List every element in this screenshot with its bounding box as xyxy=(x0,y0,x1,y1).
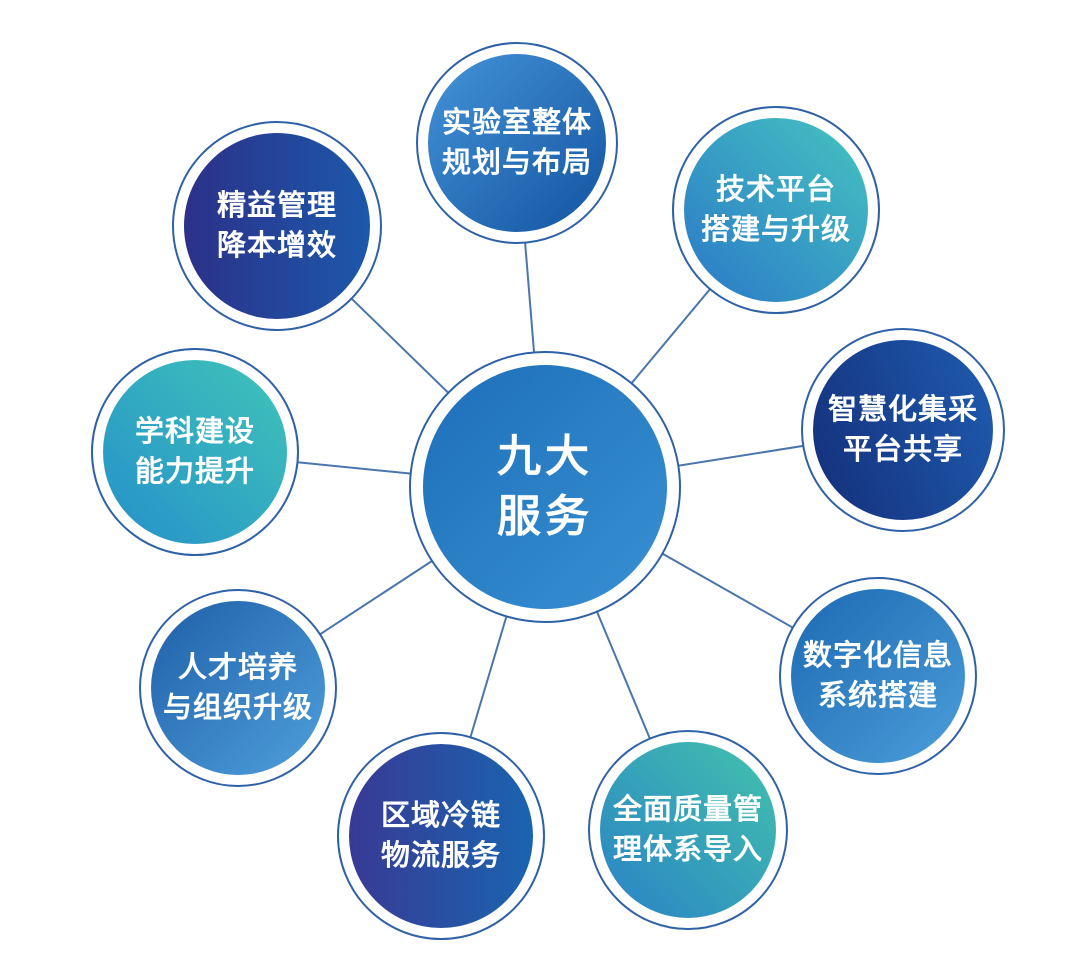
center-hub-nine-services: 九大 服务 xyxy=(409,351,681,623)
node-fill-quality-mgmt: 全面质量管 理体系导入 xyxy=(600,742,776,918)
node-fill-tech-platform: 技术平台 搭建与升级 xyxy=(684,118,868,302)
label-line2: 搭建与升级 xyxy=(700,214,851,246)
label-line2: 平台共享 xyxy=(842,434,963,466)
node-label-talent: 人才培养 与组织升级 xyxy=(163,648,313,728)
label-line1: 实验室整体 xyxy=(441,107,592,139)
label-line1: 全面质量管 xyxy=(612,794,763,826)
label-line1: 精益管理 xyxy=(216,190,337,222)
node-fill-discipline: 学科建设 能力提升 xyxy=(103,360,287,544)
service-node-cold-chain: 区域冷链 物流服务 xyxy=(337,732,545,940)
label-line2: 系统搭建 xyxy=(817,680,938,712)
service-node-tech-platform: 技术平台 搭建与升级 xyxy=(672,106,880,314)
node-label-cold-chain: 区域冷链 物流服务 xyxy=(381,796,501,876)
center-hub-fill: 九大 服务 xyxy=(423,365,667,609)
service-node-digital-info: 数字化信息 系统搭建 xyxy=(779,577,977,775)
node-label-quality-mgmt: 全面质量管 理体系导入 xyxy=(613,790,763,870)
node-label-digital-info: 数字化信息 系统搭建 xyxy=(803,636,953,716)
service-node-smart-procurement: 智慧化集采 平台共享 xyxy=(801,328,1005,532)
label-line2: 理体系导入 xyxy=(612,834,763,866)
service-node-discipline: 学科建设 能力提升 xyxy=(91,348,299,556)
label-line1: 区域冷链 xyxy=(380,800,501,832)
label-line2: 规划与布局 xyxy=(441,147,592,179)
service-node-lab-planning: 实验室整体 规划与布局 xyxy=(416,42,618,244)
label-line2: 与组织升级 xyxy=(162,692,313,724)
node-fill-lean-mgmt: 精益管理 降本增效 xyxy=(184,133,370,319)
node-fill-cold-chain: 区域冷链 物流服务 xyxy=(349,744,533,928)
node-fill-lab-planning: 实验室整体 规划与布局 xyxy=(428,54,606,232)
label-line1: 九大 xyxy=(497,432,593,481)
service-node-talent: 人才培养 与组织升级 xyxy=(139,589,337,787)
node-fill-talent: 人才培养 与组织升级 xyxy=(151,601,325,775)
center-hub-label: 九大 服务 xyxy=(497,427,593,547)
service-node-lean-mgmt: 精益管理 降本增效 xyxy=(172,121,382,331)
label-line1: 技术平台 xyxy=(715,174,836,206)
label-line1: 人才培养 xyxy=(177,652,298,684)
label-line2: 物流服务 xyxy=(380,840,501,872)
label-line2: 能力提升 xyxy=(134,456,255,488)
label-line2: 服务 xyxy=(497,492,593,541)
node-label-lean-mgmt: 精益管理 降本增效 xyxy=(217,186,337,266)
label-line2: 降本增效 xyxy=(216,230,337,262)
node-label-lab-planning: 实验室整体 规划与布局 xyxy=(442,103,592,183)
node-label-tech-platform: 技术平台 搭建与升级 xyxy=(701,170,851,250)
label-line1: 学科建设 xyxy=(134,416,255,448)
node-fill-digital-info: 数字化信息 系统搭建 xyxy=(791,589,965,763)
label-line1: 智慧化集采 xyxy=(827,394,978,426)
node-fill-smart-procurement: 智慧化集采 平台共享 xyxy=(813,340,993,520)
node-label-discipline: 学科建设 能力提升 xyxy=(135,412,255,492)
label-line1: 数字化信息 xyxy=(802,640,953,672)
service-node-quality-mgmt: 全面质量管 理体系导入 xyxy=(588,730,788,930)
node-label-smart-procurement: 智慧化集采 平台共享 xyxy=(828,390,978,470)
